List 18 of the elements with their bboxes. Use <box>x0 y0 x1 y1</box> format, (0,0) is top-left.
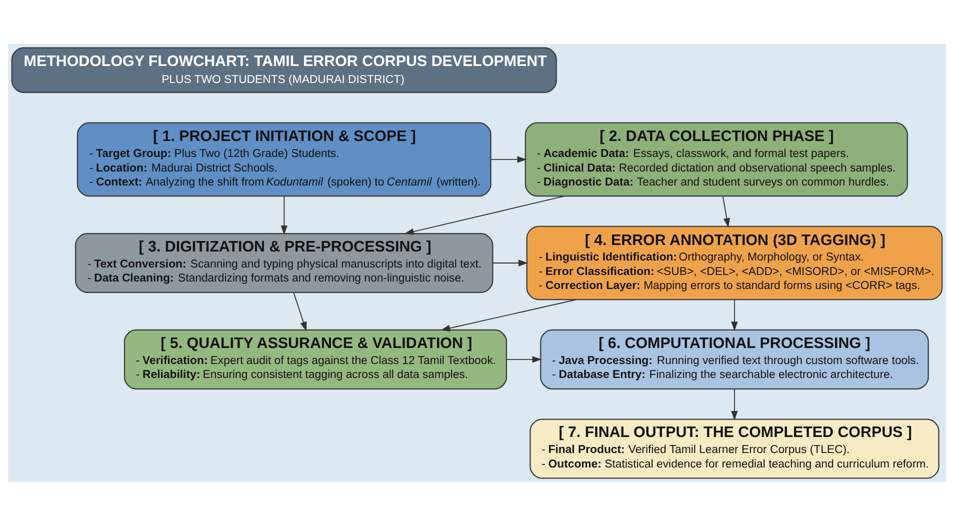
arrow <box>440 299 577 332</box>
node-box: [ 4. ERROR ANNOTATION (3D TAGGING) ] - Linguistic Identification: Orthography, Morphology, or Syntax. - Error Classification: <SUB>, <DEL>, <ADD>, <MISORD>, or <MISFORM>. - Correction Layer: Mapping errors to standard forms using <CORR> tags. <box>526 226 943 300</box>
node-box: [ 6. COMPUTATIONAL PROCESSING ] - Java Processing: Running verified text through custom software tools. - Database Entry: Finalizing the searchable electronic architecture. <box>540 329 929 390</box>
node-box: [ 3. DIGITIZATION & PRE-PROCESSING ] - Text Conversion: Scanning and typing physical manuscripts into digital text. - Data Cleaning: Standardizing formats and removing non-linguistic noise. <box>75 232 494 294</box>
arrow <box>490 156 527 163</box>
arrow <box>404 196 566 235</box>
arrow <box>731 388 738 421</box>
arrow <box>293 292 307 332</box>
node-box: [ 7. FINAL OUTPUT: THE COMPLETED CORPUS ] - Final Product: Verified Tamil Learner Error Corpus (TLEC). - Outcome: Statistical evidence for remedial teaching and curriculum reform. <box>530 418 940 479</box>
node-box: [ 5. QUALITY ASSURANCE & VALIDATION ] - Verification: Expert audit of tags against the Class 12 Tamil Textbook. - Reliability: Ensuring consistent tagging across all data samples. <box>124 329 508 390</box>
arrow <box>731 299 738 332</box>
node-box: [ 2. DATA COLLECTION PHASE ] - Academic Data: Essays, classwork, and formal test papers. - Clinical Data: Recorded dictation and observational speech samples. - Diagnostic Data: Teacher and student surveys on common hurdles. <box>524 122 908 197</box>
arrow <box>722 196 730 228</box>
arrow <box>280 196 288 235</box>
arrow <box>506 356 542 363</box>
arrow <box>492 260 528 266</box>
node-box: [ 1. PROJECT INITIATION & SCOPE ] - Target Group: Plus Two (12th Grade) Students. - Location: Madurai District Schools. - Context: Analyzing the shift from Koduntamil (spoken) to Centamil (written). <box>76 122 492 197</box>
node-box: METHODOLOGY FLOWCHART: TAMIL ERROR CORPUS DEVELOPMENT PLUS TWO STUDENTS (MADURAI DISTRICT) <box>11 47 557 94</box>
